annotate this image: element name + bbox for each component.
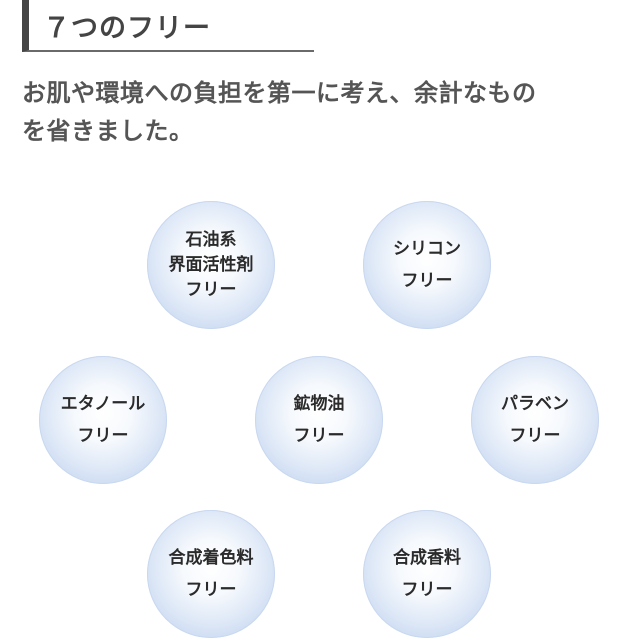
badge-line: フリー <box>401 271 453 291</box>
free-badge-synthetic-fragrance: 合成香料 フリー <box>363 510 491 638</box>
free-badge-mineral-oil: 鉱物油 フリー <box>255 356 383 484</box>
free-badge-paraben: パラベン フリー <box>471 356 599 484</box>
badge-line: フリー <box>77 426 129 446</box>
badge-line: フリー <box>185 279 237 300</box>
badge-line: フリー <box>185 580 237 600</box>
free-badge-ethanol: エタノール フリー <box>39 356 167 484</box>
free-badge-silicone: シリコン フリー <box>363 201 491 329</box>
badge-line: 合成香料 <box>393 548 461 568</box>
badge-line: フリー <box>401 580 453 600</box>
badge-line: パラベン <box>501 394 569 414</box>
badge-line: フリー <box>293 426 345 446</box>
badge-line: フリー <box>509 426 561 446</box>
lead-line-2: を省きました。 <box>22 117 194 145</box>
free-badge-synthetic-colorant: 合成着色料 フリー <box>147 510 275 638</box>
badge-line: シリコン <box>393 239 461 259</box>
lead-text: お肌や環境への負担を第一に考え、余計なもの を省きました。 <box>22 74 622 150</box>
badge-line: 石油系 <box>185 229 237 250</box>
section-title: ７つのフリー <box>43 13 211 44</box>
badge-line: エタノール <box>60 394 146 414</box>
badge-line: 合成着色料 <box>168 548 254 568</box>
lead-line-1: お肌や環境への負担を第一に考え、余計なもの <box>22 79 537 107</box>
badge-line: 鉱物油 <box>293 394 345 414</box>
badge-line: 界面活性剤 <box>168 254 254 275</box>
section-heading: ７つのフリー <box>22 0 314 52</box>
free-badge-petroleum-surfactant: 石油系 界面活性剤 フリー <box>147 201 275 329</box>
